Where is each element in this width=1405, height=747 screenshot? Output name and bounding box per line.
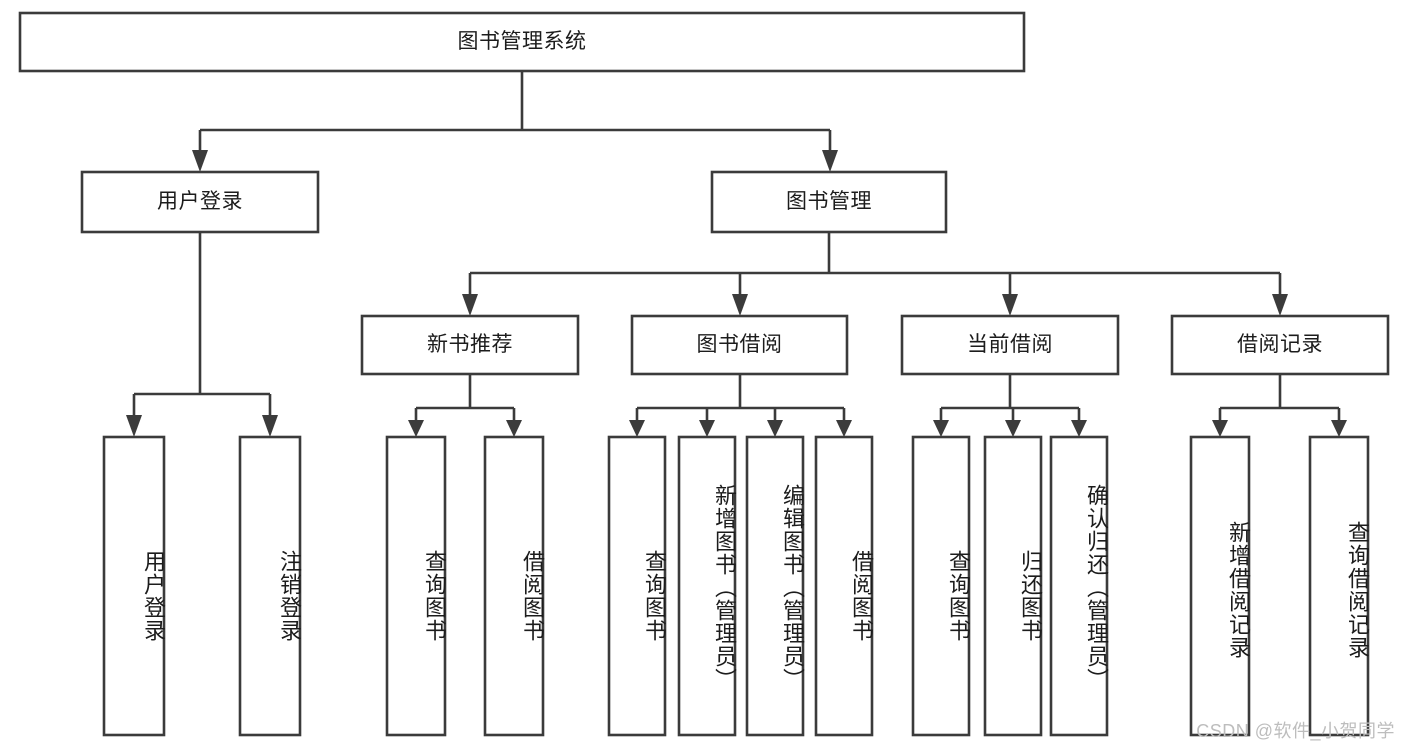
connector-group-book-management bbox=[462, 232, 1288, 316]
node-box-leaf-3[interactable] bbox=[483, 435, 545, 737]
connector-group-new-book-recommend bbox=[408, 374, 522, 437]
connector-group-borrow-record bbox=[1212, 374, 1347, 437]
node-box-level3-1[interactable] bbox=[630, 314, 849, 376]
node-box-level3-3[interactable] bbox=[1170, 314, 1390, 376]
node-box-leaf-10[interactable] bbox=[1049, 435, 1109, 737]
node-box-leaf-0[interactable] bbox=[102, 435, 166, 737]
connector-group-root bbox=[192, 71, 838, 172]
node-box-leaf-12[interactable] bbox=[1308, 435, 1370, 737]
node-box-leaf-6[interactable] bbox=[745, 435, 805, 737]
node-box-leaf-11[interactable] bbox=[1189, 435, 1251, 737]
node-box-leaf-8[interactable] bbox=[911, 435, 971, 737]
node-box-leaf-4[interactable] bbox=[607, 435, 667, 737]
node-box-root[interactable] bbox=[18, 11, 1026, 73]
connector-group-book-borrow bbox=[629, 374, 852, 437]
node-box-leaf-5[interactable] bbox=[677, 435, 737, 737]
connector-group-user-login bbox=[126, 232, 278, 437]
node-box-level2-1[interactable] bbox=[710, 170, 948, 234]
node-box-leaf-2[interactable] bbox=[385, 435, 447, 737]
node-box-level3-2[interactable] bbox=[900, 314, 1120, 376]
connector-group-current-borrow bbox=[933, 374, 1087, 437]
node-box-leaf-1[interactable] bbox=[238, 435, 302, 737]
node-box-leaf-7[interactable] bbox=[814, 435, 874, 737]
node-box-level3-0[interactable] bbox=[360, 314, 580, 376]
node-box-level2-0[interactable] bbox=[80, 170, 320, 234]
node-box-leaf-9[interactable] bbox=[983, 435, 1043, 737]
